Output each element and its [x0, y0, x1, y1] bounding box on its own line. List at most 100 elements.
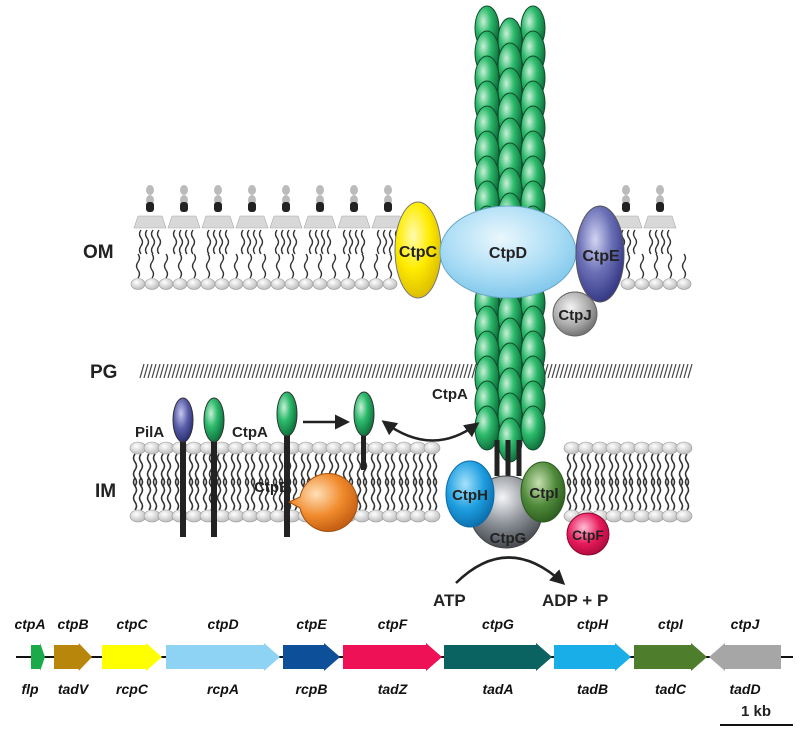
pg-strand	[399, 363, 405, 379]
lipid-tail-lower	[244, 477, 250, 511]
pg-strand	[639, 363, 645, 379]
pg-strand	[191, 363, 197, 379]
lipid-tail-lower	[289, 253, 295, 279]
pg-strand	[243, 363, 249, 379]
lps-acyl-chain	[138, 229, 144, 255]
lipid-head-lower	[633, 509, 651, 523]
pg-strand	[555, 363, 561, 379]
pg-strand	[655, 363, 661, 379]
lps-acyl-chain	[184, 229, 190, 255]
pg-strand	[347, 363, 353, 379]
lps-acyl-chain	[224, 229, 230, 255]
lipid-tail-lower	[580, 477, 586, 511]
lipid-head-upper	[143, 441, 161, 455]
gene-arrow-ctpA	[31, 643, 45, 671]
gene-alias-rcpA: rcpA	[207, 681, 239, 697]
lps-sugar	[180, 185, 188, 195]
lipid-tail-upper	[152, 453, 158, 487]
lipid-head-lower	[662, 278, 678, 290]
gene-alias-rcpB: rcpB	[296, 681, 328, 697]
lps-acyl-chain	[156, 229, 162, 255]
lipid-tail-lower	[384, 477, 390, 511]
pg-strand	[307, 363, 313, 379]
lipid-tail-upper	[244, 453, 250, 487]
lipid-head-lower	[619, 509, 637, 523]
lps-acyl-chain	[212, 229, 218, 255]
lipid-tail-lower	[664, 477, 670, 511]
ctpA-mature-pilin	[353, 391, 375, 470]
pg-strand	[455, 363, 461, 379]
lipid-tail-lower	[628, 477, 634, 511]
gene-label-ctpC: ctpC	[116, 616, 148, 632]
pg-strand	[427, 363, 433, 379]
lipid-tail-lower	[247, 253, 253, 279]
pg-strand	[183, 363, 189, 379]
gene-arrow-ctpJ	[709, 643, 781, 671]
pg-strand	[231, 363, 237, 379]
atp-hydrolysis-arrow	[455, 556, 566, 586]
pg-strand	[395, 363, 401, 379]
lipid-tail-upper	[222, 453, 228, 487]
pg-strand	[443, 363, 449, 379]
lipid-head-lower	[340, 278, 356, 290]
lipid-tail-lower	[138, 477, 144, 511]
pg-strand	[687, 363, 693, 379]
pg-strand	[575, 363, 581, 379]
pg-strand	[471, 363, 477, 379]
gene-alias-tadV: tadV	[58, 681, 90, 697]
lipid-tail-upper	[216, 453, 222, 487]
inner-membrane	[129, 441, 693, 523]
pg-strand	[355, 363, 361, 379]
pg-strand	[199, 363, 205, 379]
lipid-head-lower	[368, 278, 384, 290]
lipid-tail-lower	[653, 253, 659, 279]
lipid-tail-upper	[356, 453, 362, 487]
lipid-tail-lower	[418, 477, 424, 511]
lipid-head-lower	[367, 509, 385, 523]
lipid-tail-upper	[132, 453, 138, 487]
pg-strand	[207, 363, 213, 379]
lipid-tail-upper	[202, 453, 208, 487]
lipid-head-upper	[409, 441, 427, 455]
lps-acyl-chain	[178, 229, 184, 255]
pilin-assembly-arrow	[381, 420, 480, 442]
pg-strand	[359, 363, 365, 379]
lipid-tail-lower	[152, 477, 158, 511]
lipid-tail-upper	[600, 453, 606, 487]
lipid-head-upper	[157, 441, 175, 455]
pg-strand	[623, 363, 629, 379]
lipid-head-upper	[129, 441, 147, 455]
gene-alias-tadB: tadB	[577, 681, 608, 697]
lipid-tail-lower	[614, 477, 620, 511]
lipid-tail-upper	[370, 453, 376, 487]
lipid-head-lower	[298, 278, 314, 290]
lipid-head-upper	[563, 441, 581, 455]
lipid-tail-lower	[600, 477, 606, 511]
im-label: IM	[95, 481, 116, 502]
gene-label-ctpG: ctpG	[482, 616, 514, 632]
lps-acyl-chain	[320, 229, 326, 255]
pg-strand	[411, 363, 417, 379]
pg-strand	[451, 363, 457, 379]
lipid-head-upper	[325, 441, 343, 455]
lipid-head-upper	[633, 441, 651, 455]
ctpE-protein	[575, 205, 625, 303]
lps-acyl-chain	[376, 229, 382, 255]
lipid-head-lower	[661, 509, 679, 523]
lipid-head-lower	[382, 278, 398, 290]
lipid-tail-lower	[362, 477, 368, 511]
pg-strand	[403, 363, 409, 379]
pg-strand	[579, 363, 585, 379]
pg-strand	[567, 363, 573, 379]
ctpD-label: CtpD	[489, 245, 527, 262]
pg-strand	[299, 363, 305, 379]
lps-core	[214, 202, 222, 212]
pg-strand	[547, 363, 553, 379]
gene-arrow-ctpI	[634, 643, 707, 671]
lps-acyl-chain	[292, 229, 298, 255]
lipid-head-lower	[255, 509, 273, 523]
pg-strand	[375, 363, 381, 379]
pg-strand	[279, 363, 285, 379]
lps-acyl-chain	[632, 229, 638, 255]
pg-strand	[327, 363, 333, 379]
